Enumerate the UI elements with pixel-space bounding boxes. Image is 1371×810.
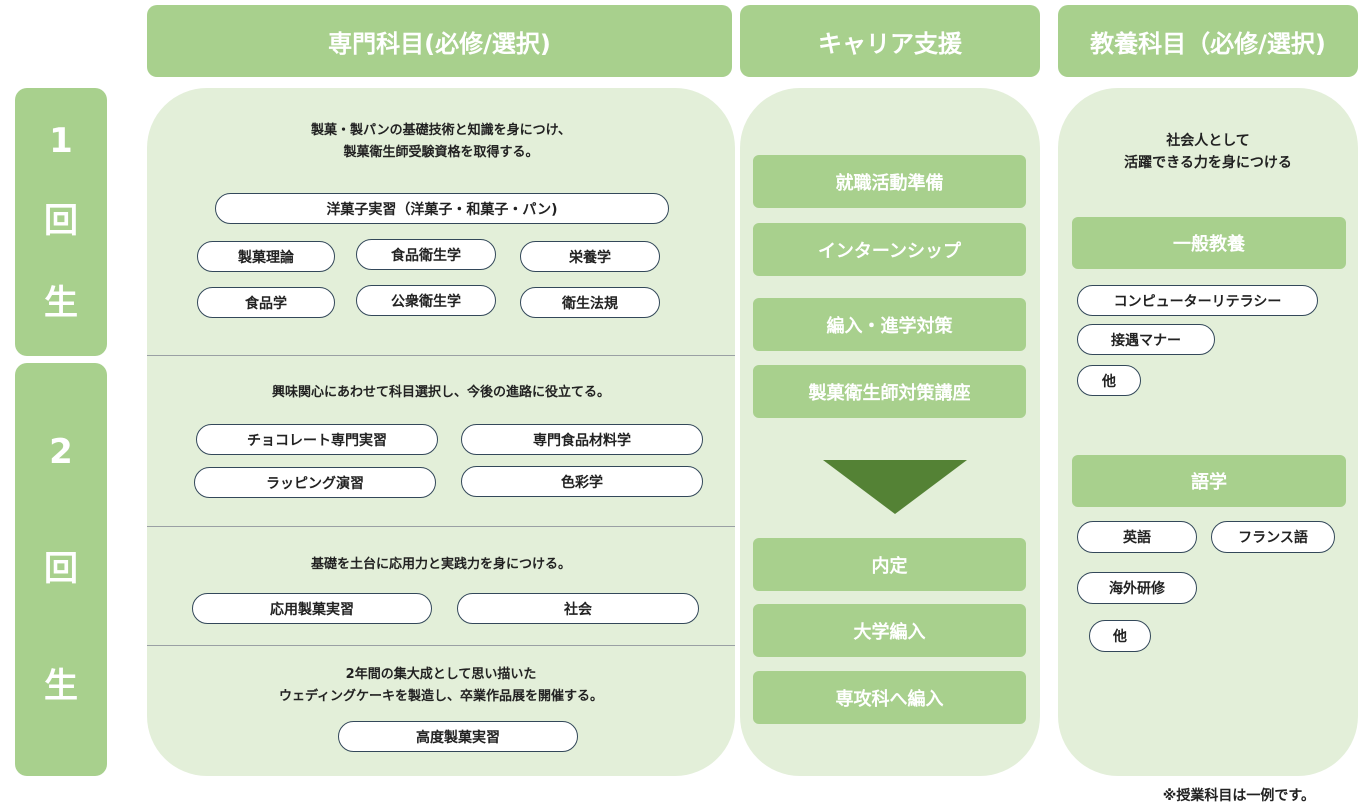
course-pill: 衛生法規: [520, 287, 660, 318]
header-career: キャリア支援: [740, 5, 1040, 77]
course-pill: 栄養学: [520, 241, 660, 272]
course-pill: 公衆衛生学: [356, 285, 496, 316]
course-pill: 英語: [1077, 521, 1197, 553]
year-2-digit: 2: [49, 431, 73, 472]
section2-note: 興味関心にあわせて科目選択し、今後の進路に役立てる。: [271, 385, 610, 400]
header-liberal: 教養科目（必修/選択): [1058, 5, 1358, 77]
course-pill: 応用製菓実習: [192, 593, 432, 624]
course-pill: 専門食品材料学: [461, 424, 703, 455]
section-divider: [147, 526, 735, 527]
year-1-digit: 1: [49, 120, 73, 161]
section-divider: [147, 645, 735, 646]
course-pill: 他: [1089, 620, 1151, 652]
year-2-char2: 生: [44, 666, 78, 707]
year-2-char1: 回: [44, 548, 78, 589]
course-pill: 海外研修: [1077, 572, 1197, 604]
year-1-label: 1 回 生: [15, 88, 107, 356]
career-support-box: インターンシップ: [753, 223, 1026, 276]
language-title: 語学: [1072, 455, 1346, 507]
course-pill: 社会: [457, 593, 699, 624]
career-outcome-box: 専攻科へ編入: [753, 671, 1026, 724]
section-divider: [147, 355, 735, 356]
course-pill: チョコレート専門実習: [196, 424, 438, 455]
header-specialized: 専門科目(必修/選択): [147, 5, 732, 77]
liberal-note: 社会人として 活躍できる力を身につける: [1124, 133, 1292, 171]
career-outcome-box: 大学編入: [753, 604, 1026, 657]
course-pill: 他: [1077, 365, 1141, 396]
section4-note: 2年間の集大成として思い描いた ウェディングケーキを製造し、卒業作品展を開催する…: [278, 667, 604, 704]
course-pill: 食品学: [197, 287, 335, 318]
section3-note: 基礎を土台に応用力と実践力を身につける。: [310, 557, 571, 572]
career-support-box: 製菓衛生師対策講座: [753, 365, 1026, 418]
section1-note: 製菓・製パンの基礎技術と知識を身につけ、 製菓衛生師受験資格を取得する。: [310, 123, 571, 160]
course-pill: コンピューターリテラシー: [1077, 285, 1318, 316]
year-2-label: 2 回 生: [15, 363, 107, 776]
course-pill: 高度製菓実習: [338, 721, 578, 752]
course-pill: 食品衛生学: [356, 239, 496, 270]
general-education-title: 一般教養: [1072, 217, 1346, 269]
down-arrow-icon: [823, 460, 967, 514]
liberal-panel: [1058, 88, 1358, 776]
course-pill: 色彩学: [461, 466, 703, 497]
course-pill: フランス語: [1211, 521, 1335, 553]
year-1-char2: 生: [44, 282, 78, 323]
career-support-box: 就職活動準備: [753, 155, 1026, 208]
course-pill: 接遇マナー: [1077, 324, 1215, 355]
course-pill: 洋菓子実習（洋菓子・和菓子・パン): [215, 193, 669, 224]
career-outcome-box: 内定: [753, 538, 1026, 591]
course-pill: 製菓理論: [197, 241, 335, 272]
course-pill: ラッピング演習: [194, 467, 436, 498]
year-1-char1: 回: [44, 201, 78, 241]
career-support-box: 編入・進学対策: [753, 298, 1026, 351]
footnote: ※授業科目は一例です。: [1162, 788, 1315, 804]
